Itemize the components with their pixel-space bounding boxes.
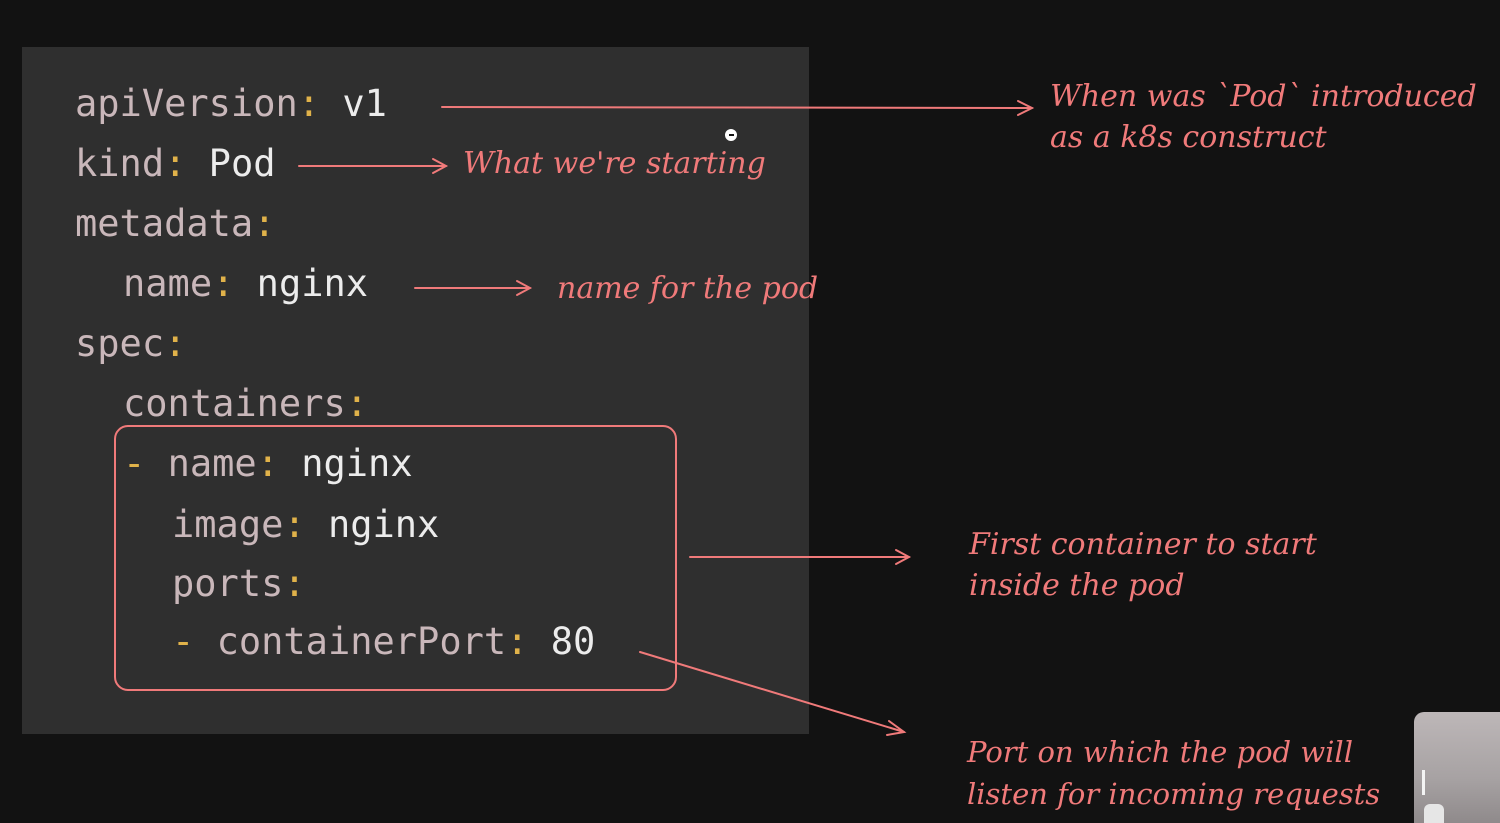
yaml-colon: : [164,322,187,365]
webcam-thumbnail [1414,712,1500,823]
arrow-api-version [441,100,1035,116]
yaml-line-image: image: nginx [172,503,439,547]
yaml-line-container-name: - name: nginx [123,442,413,486]
yaml-key: containerPort [216,620,507,663]
yaml-key: ports [172,562,284,605]
annotation-container-line1: First container to start [969,527,1317,562]
webcam-figure-icon [1424,804,1444,823]
yaml-colon: : [297,82,321,125]
annotation-kind: What we're starting [463,146,766,181]
webcam-light-icon [1422,770,1425,795]
arrow-kind [298,158,449,174]
yaml-value: nginx [234,262,369,305]
yaml-key: kind [75,142,165,185]
arrow-port [639,651,907,736]
yaml-line-container-port: - containerPort: 80 [172,620,595,664]
container-highlight-box [114,425,677,691]
yaml-key: name [167,442,257,485]
yaml-colon: : [283,503,306,546]
arrow-name [414,280,533,296]
yaml-dash: - [123,442,146,485]
yaml-colon: : [256,442,279,485]
yaml-key: metadata [75,202,254,245]
yaml-colon: : [345,382,369,425]
yaml-key: containers [123,382,346,425]
annotation-port-line1: Port on which the pod will [967,735,1353,769]
yaml-colon: : [164,142,187,185]
annotation-api-version-line1: When was `Pod` introduced [1050,79,1477,114]
yaml-colon: : [506,620,529,663]
yaml-value: nginx [305,503,440,546]
yaml-dash: - [172,620,195,663]
yaml-line-ports: ports: [172,562,306,606]
yaml-colon: : [253,202,276,245]
yaml-line-spec: spec: [75,322,186,366]
annotation-api-version-line2: as a k8s construct [1050,120,1327,155]
yaml-value: Pod [186,142,276,185]
yaml-key: name [123,262,213,305]
yaml-value: nginx [278,442,413,485]
yaml-key: apiVersion [75,82,298,125]
yaml-code-panel [22,47,809,734]
yaml-key: image [172,503,284,546]
yaml-colon: : [283,562,306,605]
annotation-name: name for the pod [557,271,819,306]
yaml-colon: : [212,262,235,305]
yaml-line-containers: containers: [123,382,368,426]
yaml-line-metadata: metadata: [75,202,276,246]
yaml-line-metadata-name: name: nginx [123,262,368,306]
yaml-line-api-version: apiVersion: v1 [75,82,387,126]
mouse-cursor-icon [725,129,737,141]
arrow-container [689,549,912,565]
yaml-value: 80 [528,620,596,663]
yaml-value: v1 [320,82,387,125]
yaml-line-kind: kind: Pod [75,142,276,186]
yaml-key: spec [75,322,165,365]
annotation-container-line2: inside the pod [969,568,1185,603]
annotation-port-line2: listen for incoming requests [967,777,1381,811]
